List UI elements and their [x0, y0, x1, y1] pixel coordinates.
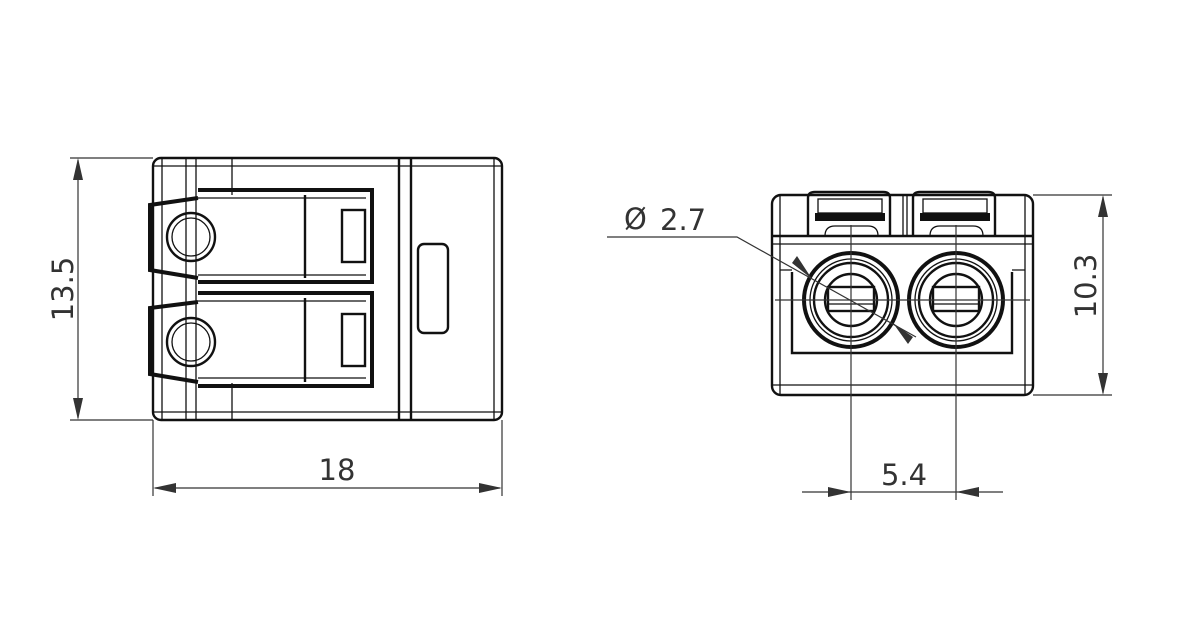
dimension-label: 10.3: [1069, 254, 1103, 319]
arrow-icon: [792, 256, 812, 279]
side-view: Ø 2.7 10.3 5.4: [607, 190, 1112, 500]
diameter-callout: Ø 2.7: [607, 202, 917, 344]
lever-bottom: [148, 291, 374, 388]
arrow-icon: [73, 158, 83, 180]
dimension-label: 2.7: [660, 203, 706, 237]
dimension-label: 13.5: [46, 257, 80, 322]
release-hole-icon: [165, 316, 217, 368]
release-hole-icon: [165, 211, 217, 263]
height-dimension-side: 10.3: [1033, 194, 1112, 396]
dimension-label: 5.4: [881, 458, 927, 492]
arrow-icon: [893, 323, 913, 344]
front-body-outline: [151, 156, 504, 422]
lever-latch: [340, 312, 367, 368]
side-tab: [911, 190, 997, 237]
side-tab: [806, 190, 892, 237]
arrow-icon: [153, 483, 176, 493]
height-dimension-front: 13.5: [46, 157, 153, 421]
diameter-symbol: Ø: [624, 202, 647, 236]
arrow-icon: [1098, 373, 1108, 395]
lever-top: [148, 188, 374, 284]
arrow-icon: [956, 487, 979, 497]
width-dimension-front: 18: [152, 420, 503, 496]
arrow-icon: [828, 487, 851, 497]
lever-latch: [340, 208, 367, 264]
pitch-dimension-side: 5.4: [802, 458, 1003, 497]
front-view: 13.5 18: [46, 156, 504, 496]
arrow-icon: [479, 483, 502, 493]
window-slot: [416, 242, 450, 335]
dimension-label: 18: [319, 453, 356, 487]
inner-pocket: [790, 272, 1014, 355]
arrow-icon: [73, 398, 83, 420]
arrow-icon: [1098, 195, 1108, 217]
